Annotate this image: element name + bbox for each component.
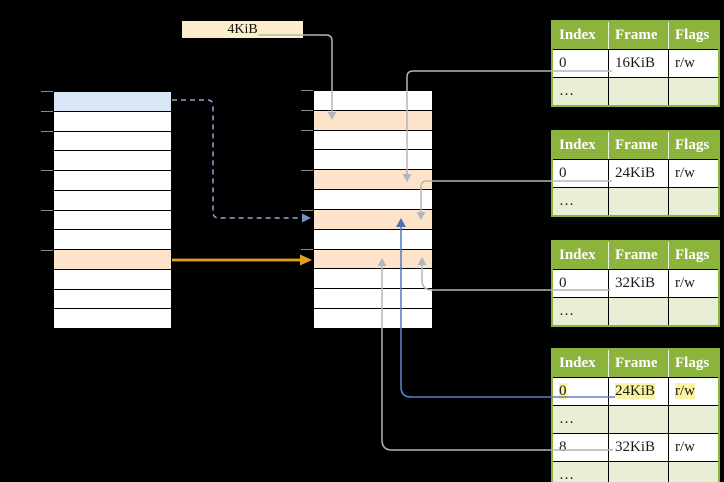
page-table — [313, 90, 433, 329]
table-cell — [668, 405, 718, 433]
table-cell — [608, 297, 668, 325]
table-cell — [668, 77, 718, 105]
column-header: Index — [553, 22, 608, 49]
memory-row — [54, 309, 171, 328]
memory-row — [314, 130, 432, 151]
memory-row — [54, 269, 171, 290]
memory-row — [314, 110, 432, 131]
memory-row — [54, 131, 171, 152]
memory-row — [54, 230, 171, 250]
address-tick — [301, 209, 313, 211]
address-tick — [301, 90, 313, 91]
table-cell — [668, 187, 718, 215]
memory-row — [54, 171, 171, 191]
table-cell: … — [553, 187, 608, 215]
table-cell — [608, 187, 668, 215]
memory-row — [314, 170, 432, 191]
column-header: Frame — [608, 22, 668, 49]
arrow-virtual-blue-to-page-row7 — [172, 99, 311, 223]
memory-row — [314, 229, 432, 250]
table-cell: r/w — [668, 377, 718, 405]
memory-row — [54, 210, 171, 231]
address-tick — [41, 170, 53, 172]
column-header: Index — [553, 132, 608, 159]
memory-row — [54, 289, 171, 310]
column-header: Frame — [608, 132, 668, 159]
highlighted-value: 24KiB — [615, 383, 656, 399]
address-tick — [301, 169, 313, 171]
table-cell: 8 — [553, 433, 608, 461]
column-header: Frame — [608, 242, 668, 269]
table-cell — [608, 461, 668, 482]
table-cell: … — [553, 297, 608, 325]
table-cell — [608, 77, 668, 105]
table-cell: … — [553, 405, 608, 433]
column-header: Flags — [668, 242, 718, 269]
column-header: Index — [553, 350, 608, 377]
column-header: Frame — [608, 350, 668, 377]
highlighted-value: 0 — [559, 383, 567, 399]
table-cell: r/w — [668, 269, 718, 297]
arrow-virtual-orange-to-page-row9 — [172, 254, 312, 266]
memory-row — [314, 209, 432, 230]
memory-row — [314, 269, 432, 290]
virtual-memory-table — [53, 91, 172, 329]
highlighted-value: r/w — [675, 383, 695, 399]
table-cell: r/w — [668, 49, 718, 77]
memory-row — [54, 250, 171, 270]
memory-row — [314, 289, 432, 310]
address-tick — [301, 129, 313, 131]
page-size-label: 4KiB — [182, 21, 303, 38]
memory-row — [54, 190, 171, 211]
column-header: Flags — [668, 132, 718, 159]
table-cell: r/w — [668, 159, 718, 187]
table-cell — [668, 297, 718, 325]
table-cell: … — [553, 77, 608, 105]
table-cell: … — [553, 461, 608, 482]
memory-row — [314, 309, 432, 328]
table-cell: 16KiB — [608, 49, 668, 77]
memory-row — [54, 111, 171, 132]
table-cell: 0 — [553, 159, 608, 187]
address-tick — [41, 91, 53, 92]
table-cell — [608, 405, 668, 433]
table-cell: 0 — [553, 269, 608, 297]
memory-row — [314, 150, 432, 171]
memory-row — [54, 151, 171, 171]
memory-row — [314, 249, 432, 270]
column-header: Flags — [668, 22, 718, 49]
table-cell: 0 — [553, 49, 608, 77]
address-tick — [41, 249, 53, 251]
address-tick — [301, 109, 313, 111]
address-tick — [301, 249, 313, 251]
address-tick — [41, 210, 53, 211]
column-header: Index — [553, 242, 608, 269]
table-cell: 0 — [553, 377, 608, 405]
table-cell: r/w — [668, 433, 718, 461]
table-cell — [668, 461, 718, 482]
address-tick — [41, 130, 53, 132]
column-header: Flags — [668, 350, 718, 377]
memory-row — [314, 190, 432, 210]
table-cell: 32KiB — [608, 433, 668, 461]
table-cell: 24KiB — [608, 377, 668, 405]
table-cell: 24KiB — [608, 159, 668, 187]
memory-row — [314, 91, 432, 111]
memory-row — [54, 92, 171, 112]
table-cell: 32KiB — [608, 269, 668, 297]
address-tick — [41, 110, 53, 112]
